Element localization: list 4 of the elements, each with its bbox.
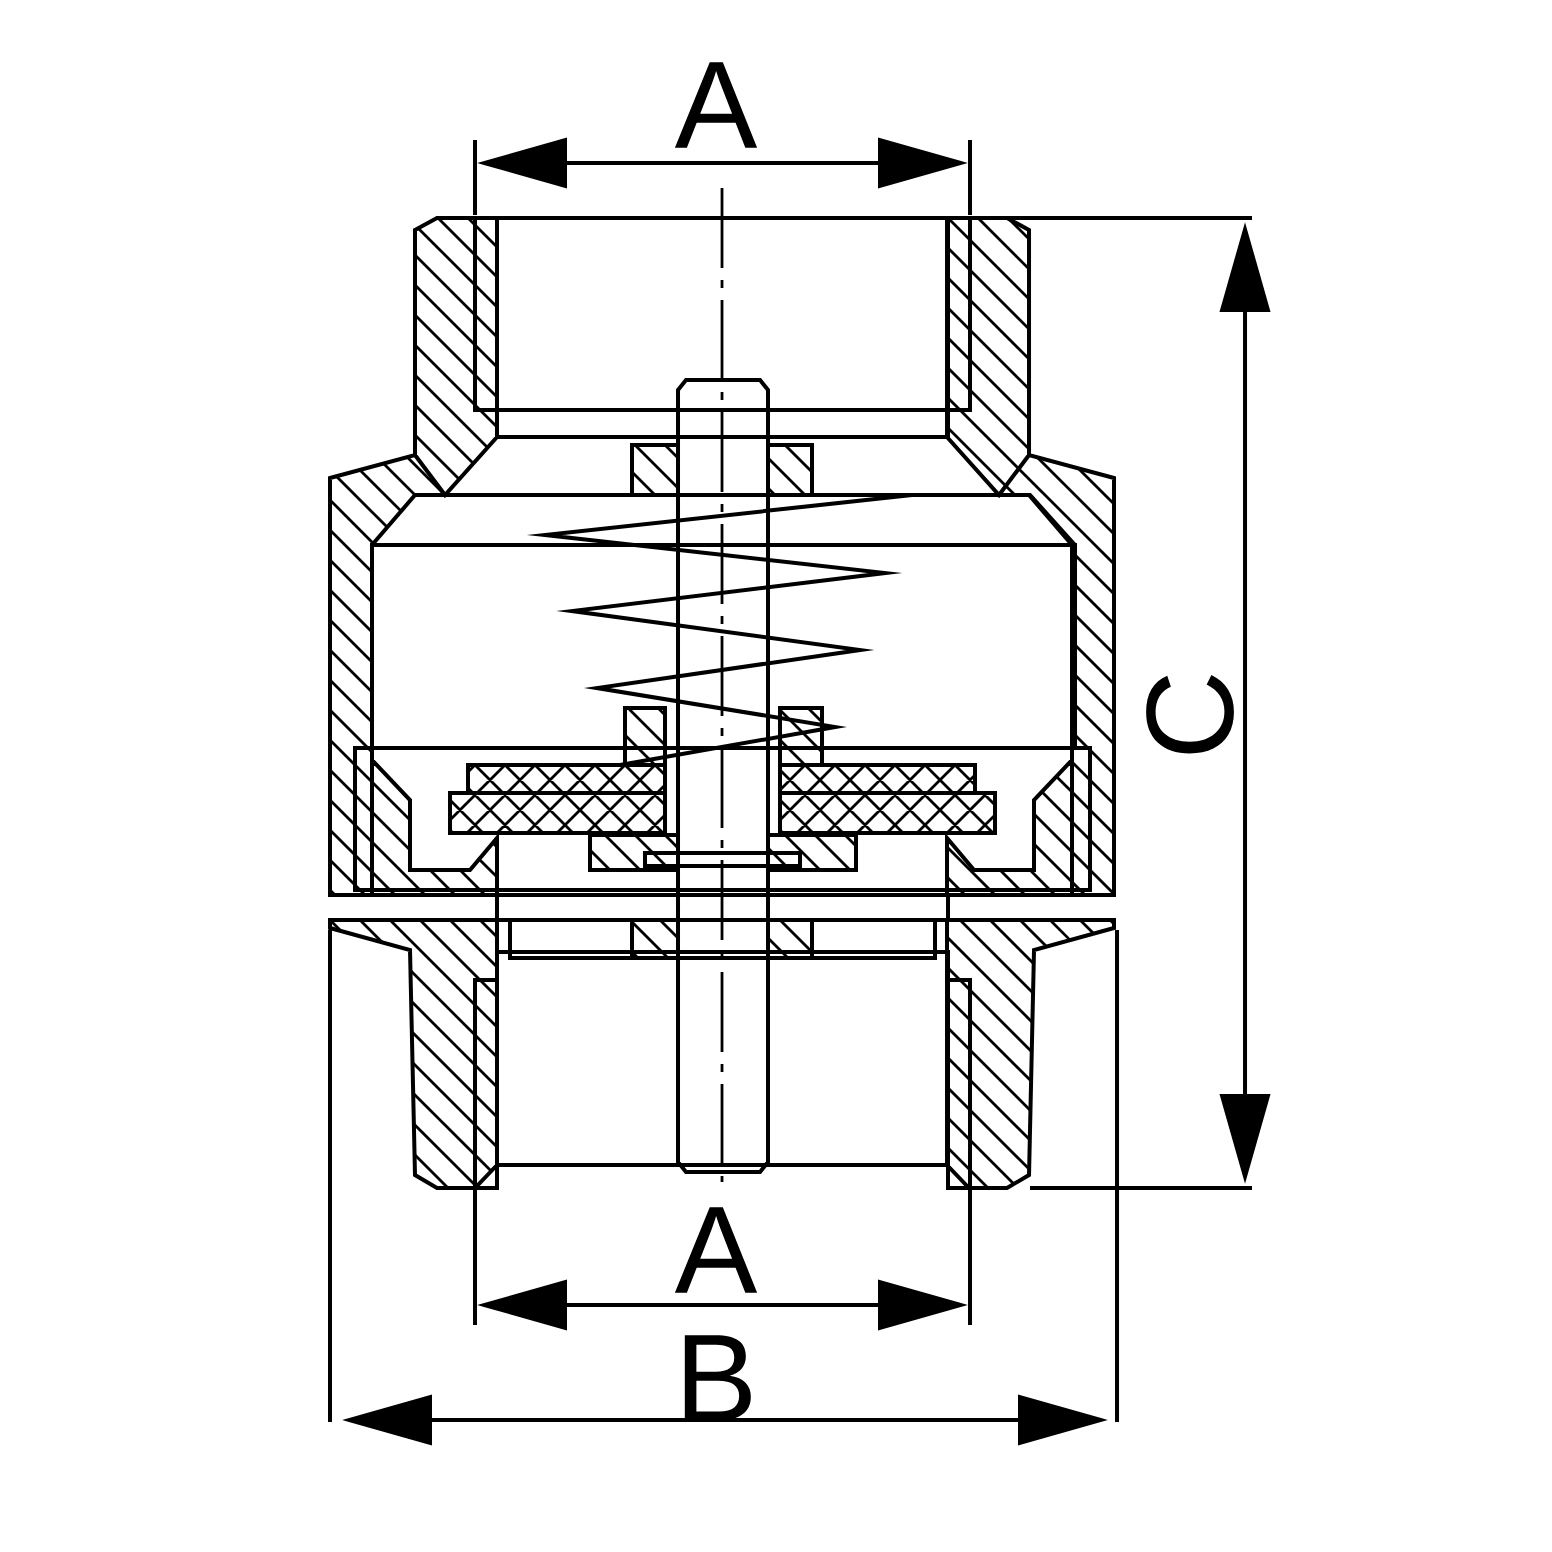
dimension-label: C [1146, 674, 1234, 754]
dimension-label: A [674, 62, 758, 148]
dimension-label: B [684, 1335, 751, 1421]
dimension-label: A [674, 1207, 758, 1293]
